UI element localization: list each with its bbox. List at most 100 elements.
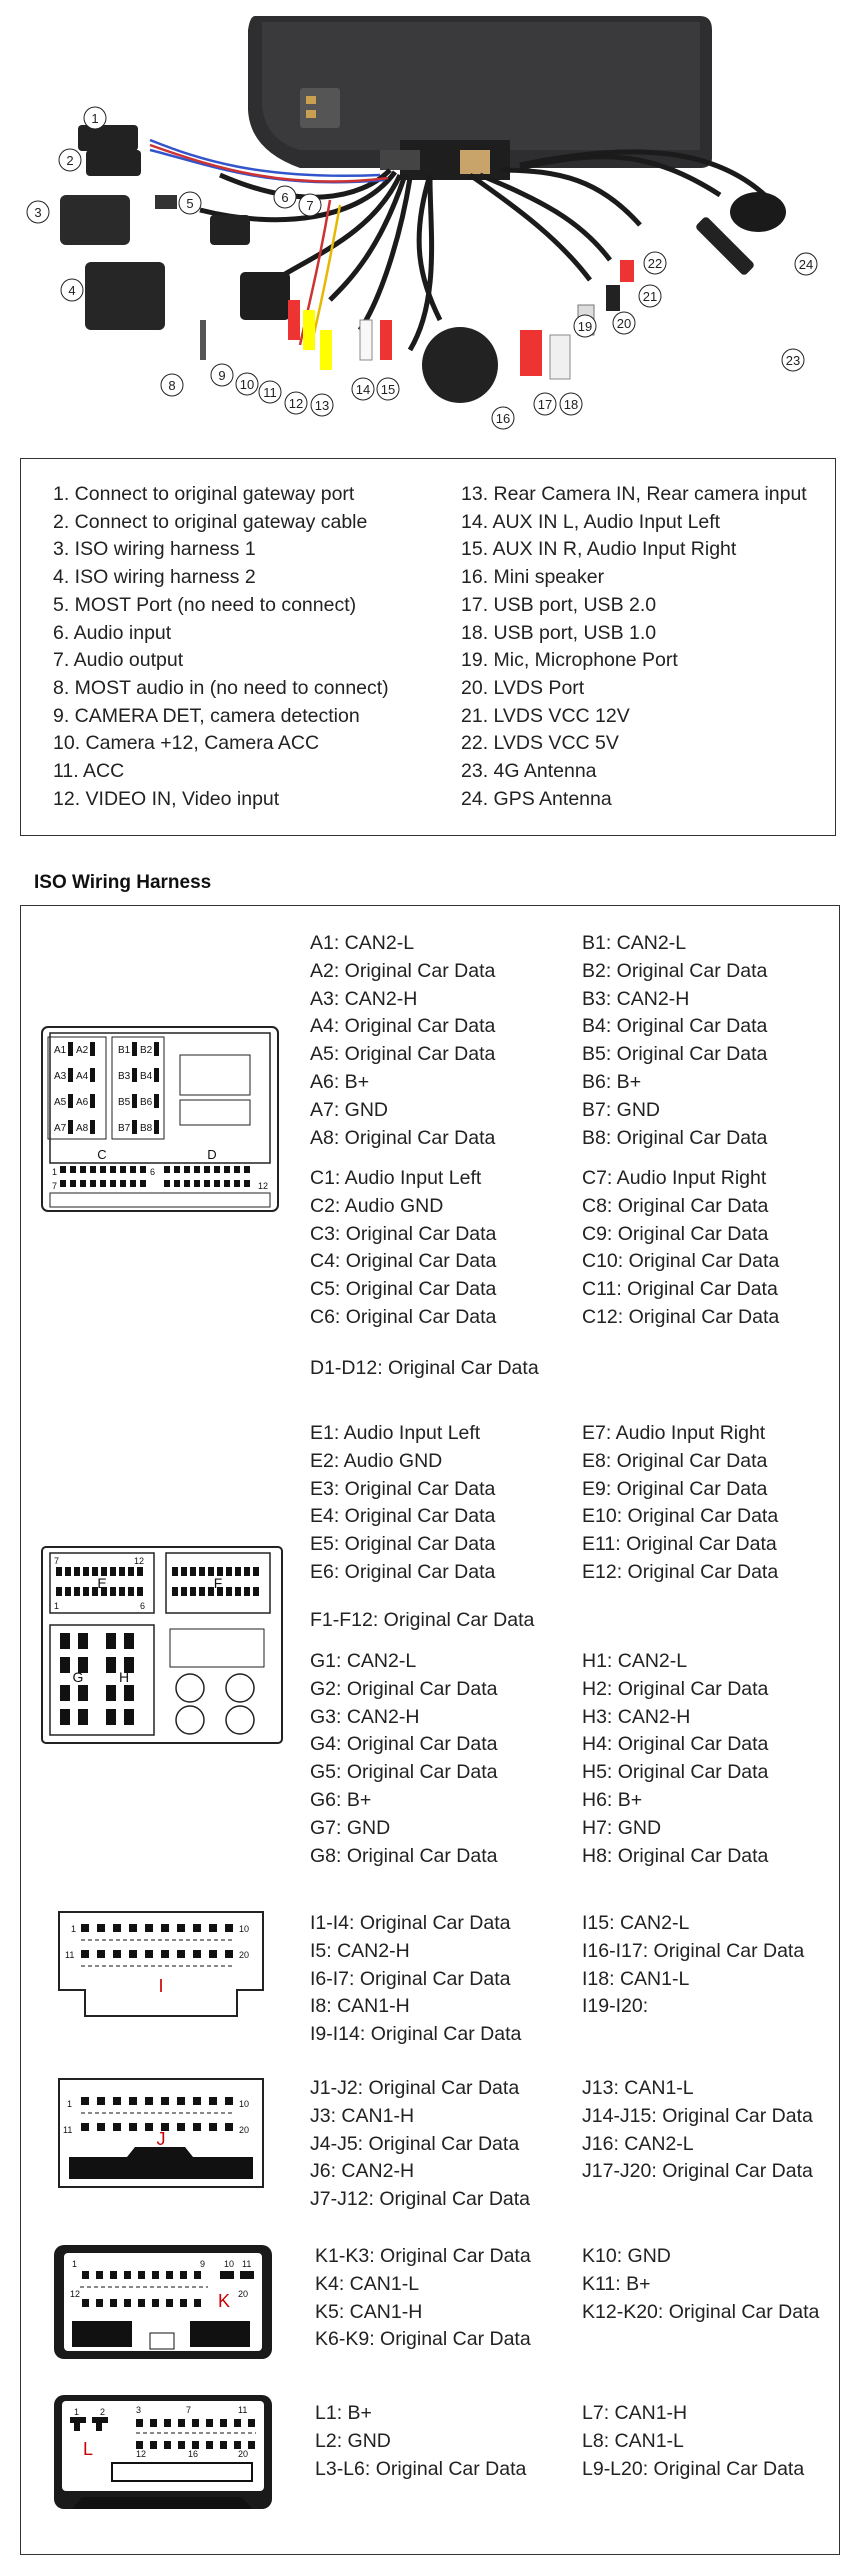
pin-entry: E8: Original Car Data [582,1449,768,1472]
pin-entry: K1-K3: Original Car Data [315,2245,531,2267]
svg-text:12: 12 [134,1556,144,1566]
pin-entry: I1-I4: Original Car Data [310,1912,511,1934]
connector-k-diagram: 1 9 10 11 12 20 K [54,2245,272,2359]
legend-item: 7. Audio output [53,649,184,672]
callout-20: 20 [612,311,636,335]
connector-abcd-diagram: A1 A2 B1 B2 A3 A4 B3 B4 A5 A6 B5 B6 A7 A… [41,1026,279,1212]
connector-j-diagram: 1 10 11 20 J [58,2078,264,2188]
svg-text:13: 13 [315,398,329,413]
pin-entry: C12: Original Car Data [582,1305,780,1328]
pin-entry: C6: Original Car Data [310,1305,497,1328]
svg-text:6: 6 [140,1601,145,1611]
pin-entry: A4: Original Car Data [310,1015,496,1038]
pin-entry: I16-I17: Original Car Data [582,1939,805,1962]
svg-text:F: F [214,1575,223,1591]
pin-entry: J6: CAN2-H [310,2160,415,2183]
product-photo: 1 2 3 4 5 6 7 8 9 10 11 12 13 14 15 16 1… [26,16,818,430]
svg-text:2: 2 [66,153,73,168]
legend-item: 10. Camera +12, Camera ACC [53,732,320,755]
pin-entry: I18: CAN1-L [582,1967,690,1990]
connector-l-diagram: 1 2 3 7 11 12 16 20 L [54,2395,272,2509]
svg-text:A5: A5 [54,1097,67,1108]
legend-item: 9. CAMERA DET, camera detection [53,704,360,727]
pin-entry: H1: CAN2-L [582,1650,688,1672]
svg-text:18: 18 [564,397,578,412]
pin-entry: J7-J12: Original Car Data [310,2188,531,2211]
pins-h: H1: CAN2-L H2: Original Car Data H3: CAN… [582,1648,768,1870]
pins-f: F1-F12: Original Car Data [310,1607,534,1635]
svg-text:2: 2 [100,2407,105,2417]
svg-text:11: 11 [238,2405,247,2415]
pin-entry: G5: Original Car Data [310,1761,498,1784]
svg-text:9: 9 [200,2259,205,2269]
callout-18: 18 [559,392,583,416]
connector-efgh-diagram: 7 12 1 6 E F G H [41,1546,283,1744]
callout-1: 1 [83,106,107,130]
svg-text:12: 12 [70,2289,80,2299]
svg-text:A7: A7 [54,1123,67,1134]
svg-text:A3: A3 [54,1071,67,1082]
svg-text:K: K [218,2291,230,2311]
pins-c-right: C7: Audio Input Right C8: Original Car D… [582,1165,779,1332]
pin-entry: G3: CAN2-H [310,1705,420,1728]
pins-a: A1: CAN2-L A2: Original Car Data A3: CAN… [310,930,495,1152]
pins-j-right: J13: CAN1-L J14-J15: Original Car Data J… [582,2075,813,2186]
pin-entry: A6: B+ [310,1070,370,1093]
pin-entry: E11: Original Car Data [582,1533,777,1556]
svg-text:6: 6 [281,190,288,205]
svg-text:24: 24 [799,257,813,272]
pin-entry: A3: CAN2-H [310,987,418,1010]
svg-text:21: 21 [643,289,657,304]
legend-item: 24. GPS Antenna [461,787,612,810]
svg-text:A2: A2 [76,1045,89,1056]
svg-text:B6: B6 [140,1097,153,1108]
svg-text:20: 20 [617,316,631,331]
pins-i-right: I15: CAN2-L I16-I17: Original Car Data I… [582,1910,804,2021]
svg-text:7: 7 [306,198,313,213]
pin-entry: L9-L20: Original Car Data [582,2457,805,2480]
svg-text:3: 3 [34,205,41,220]
svg-text:20: 20 [239,1950,249,1960]
svg-text:7: 7 [52,1181,57,1191]
svg-text:11: 11 [63,2125,72,2135]
svg-text:12: 12 [258,1181,268,1191]
svg-text:B2: B2 [140,1045,153,1056]
pin-entry: J3: CAN1-H [310,2104,415,2127]
pin-entry: G7: GND [310,1816,391,1839]
svg-text:23: 23 [786,353,800,368]
section-title: ISO Wiring Harness [34,872,212,893]
callout-22: 22 [643,251,667,275]
pin-entry: B6: B+ [582,1070,642,1093]
pins-l-right: L7: CAN1-H L8: CAN1-L L9-L20: Original C… [582,2400,804,2483]
callout-21: 21 [638,284,662,308]
pin-entry: C2: Audio GND [310,1194,444,1217]
pin-entry: B8: Original Car Data [582,1126,768,1149]
pin-entry: C9: Original Car Data [582,1222,769,1245]
svg-text:A8: A8 [76,1123,89,1134]
legend-item: 6. Audio input [53,621,172,644]
callout-23: 23 [781,348,805,372]
pin-entry: G2: Original Car Data [310,1677,498,1700]
pin-entry: C5: Original Car Data [310,1278,497,1301]
svg-text:I: I [158,1976,163,1996]
svg-text:3: 3 [136,2405,141,2415]
callout-3: 3 [26,200,50,224]
pin-entry: H2: Original Car Data [582,1677,769,1700]
legend-item: 16. Mini speaker [461,566,605,589]
svg-text:20: 20 [238,2449,248,2459]
svg-text:14: 14 [356,382,370,397]
pin-entry: J13: CAN1-L [582,2077,694,2099]
pin-entry: E2: Audio GND [310,1449,443,1472]
pin-entry: H6: B+ [582,1788,643,1811]
pin-entry: L2: GND [315,2429,391,2452]
svg-text:7: 7 [186,2405,191,2415]
port-legend: 1. Connect to original gateway port 2. C… [20,458,836,836]
legend-right-column: 13. Rear Camera IN, Rear camera input 14… [461,481,807,813]
pin-entry: E7: Audio Input Right [582,1422,766,1444]
pins-k-right: K10: GND K11: B+ K12-K20: Original Car D… [582,2243,819,2326]
svg-text:B7: B7 [118,1123,131,1134]
svg-text:G: G [73,1669,84,1685]
connector-images [60,125,786,403]
svg-text:B1: B1 [118,1045,131,1056]
svg-text:10: 10 [240,377,254,392]
